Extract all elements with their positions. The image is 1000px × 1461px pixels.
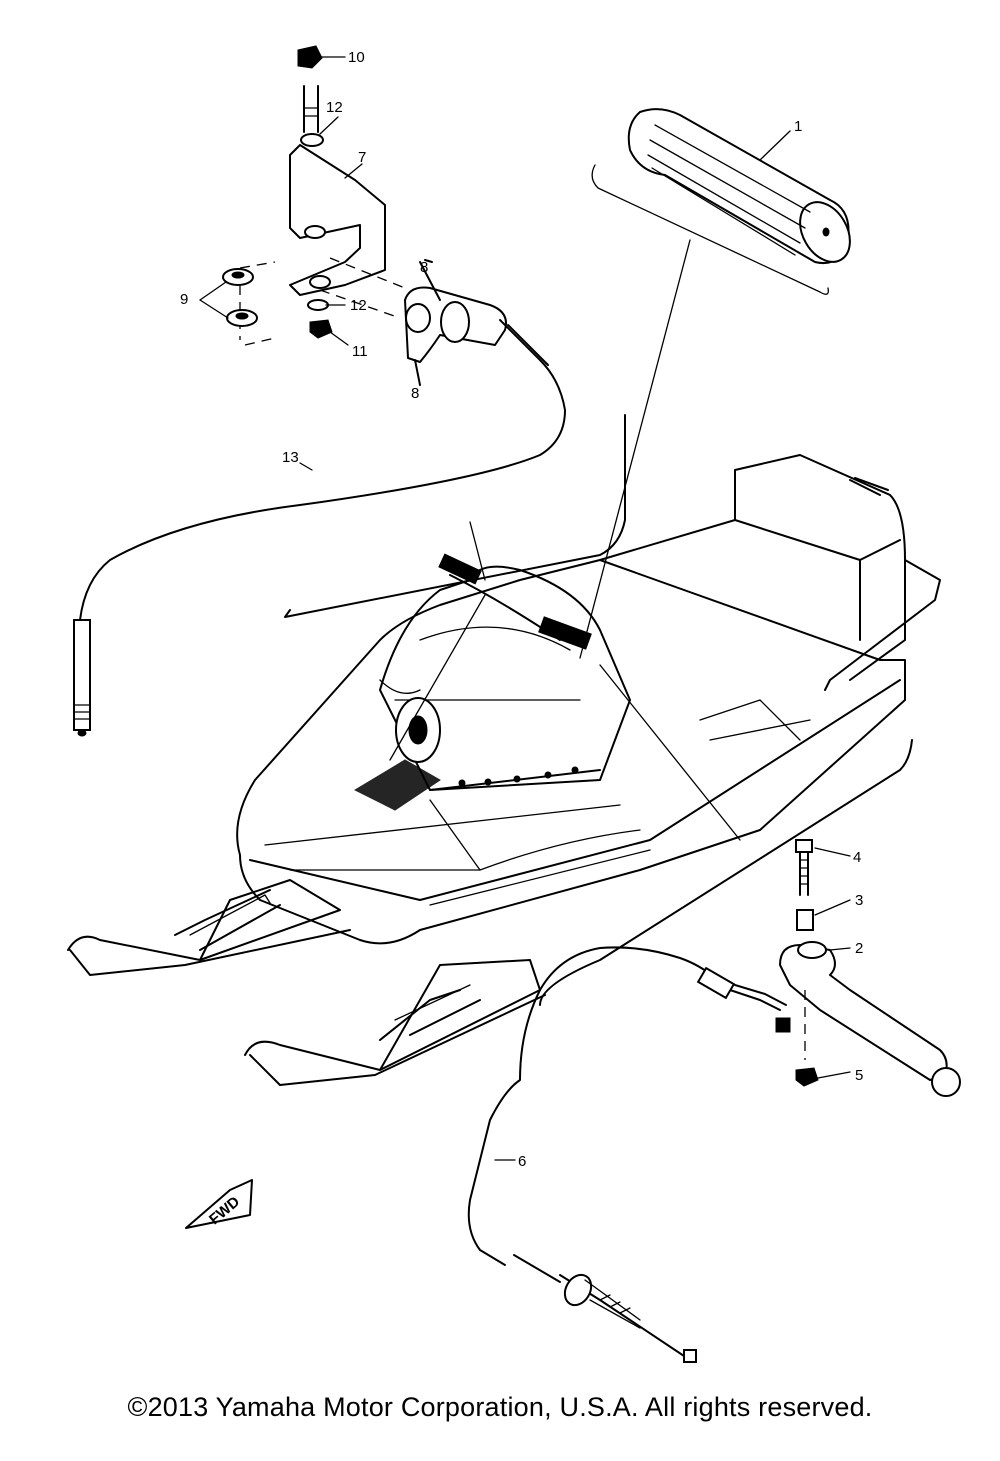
copyright-notice: ©2013 Yamaha Motor Corporation, U.S.A. A… xyxy=(127,1392,873,1422)
callout-8-bottom: 8 xyxy=(411,385,419,402)
fwd-label: FWD xyxy=(206,1193,243,1228)
callout-4: 4 xyxy=(853,849,861,866)
throttle-bracket-assembly xyxy=(199,45,406,346)
callout-2: 2 xyxy=(855,940,863,957)
callout-12-top: 12 xyxy=(326,99,343,116)
callout-5: 5 xyxy=(855,1067,863,1084)
brake-cable xyxy=(467,946,791,1363)
callout-13: 13 xyxy=(282,449,299,466)
grip-leader-line xyxy=(579,239,691,659)
parts-diagram: FWD 1 2 3 4 5 6 7 8 8 9 10 11 12 12 13 xyxy=(67,45,961,1363)
callout-1: 1 xyxy=(794,118,802,135)
callout-10: 10 xyxy=(348,49,365,66)
fwd-direction-marker: FWD xyxy=(185,1179,253,1229)
callout-11: 11 xyxy=(352,343,368,360)
callout-1-leader xyxy=(759,130,791,161)
snowmobile-illustration xyxy=(67,414,941,1086)
callout-3: 3 xyxy=(855,892,863,909)
callout-6: 6 xyxy=(518,1153,526,1170)
callout-12-bottom: 12 xyxy=(350,297,367,314)
callout-8-top: 8 xyxy=(420,259,428,276)
callout-13-leader xyxy=(299,462,313,471)
throttle-housing xyxy=(73,259,566,737)
grip-part xyxy=(591,108,851,295)
callout-9: 9 xyxy=(180,291,188,308)
callout-7: 7 xyxy=(358,149,366,166)
brake-lever-assembly xyxy=(779,839,961,1097)
